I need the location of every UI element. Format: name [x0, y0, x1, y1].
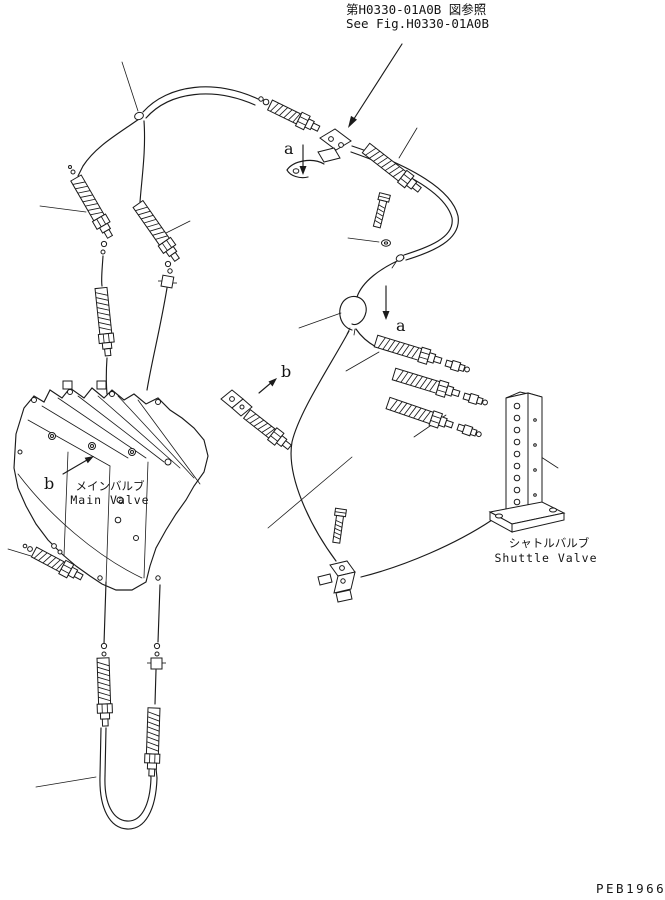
main-valve-label-jp: メインバルブ — [76, 479, 145, 493]
shuttle-valve-label-en: Shuttle Valve — [494, 551, 597, 565]
leader-lines — [7, 61, 559, 788]
shuttle-valve-drawing — [488, 391, 566, 533]
view-markers: a a b b — [44, 139, 406, 493]
reference-note: 第H0330-01A0B 図参照 See Fig.H0330-01A0B — [346, 2, 489, 128]
marker-a-mid-arrow — [382, 311, 390, 320]
lower-left-hose-fittings — [96, 642, 114, 727]
bottom-left-fitting — [22, 543, 86, 585]
drawing-number: PEB1966 — [596, 881, 665, 896]
marker-b-mid: b — [281, 362, 291, 381]
reference-note-jp: 第H0330-01A0B 図参照 — [346, 2, 486, 17]
marker-b-valve-arrow — [84, 456, 94, 464]
wire-loop-clamp — [339, 295, 367, 336]
marker-b-mid-arrow — [268, 378, 277, 387]
marker-a-top-arrow — [299, 166, 307, 175]
bracket-assembly — [286, 128, 352, 179]
shuttle-valve-label-jp: シャトルバルブ — [509, 536, 590, 550]
elbow-fitting-b — [220, 389, 295, 454]
hose-routing-lines — [77, 86, 493, 830]
top-fitting-chain — [258, 96, 323, 136]
shuttle-hose-row-2 — [391, 367, 490, 408]
left-lower-hose-segment — [94, 286, 117, 357]
upper-hose-clamp — [134, 111, 144, 121]
marker-a-mid: a — [396, 316, 406, 335]
component-labels: メインバルブ Main Valve シャトルバルブ Shuttle Valve — [70, 479, 597, 565]
left-hose-fitting-2 — [132, 200, 184, 289]
marker-a-top: a — [284, 139, 294, 158]
reference-note-en: See Fig.H0330-01A0B — [346, 16, 489, 31]
shuttle-hose-row-1 — [373, 334, 472, 375]
shuttle-hose-row-3 — [385, 396, 484, 440]
top-bolt-washer — [370, 192, 391, 247]
marker-b-valve: b — [44, 474, 54, 493]
reference-arrow-line — [349, 43, 403, 126]
reference-arrow-head — [348, 115, 357, 128]
upper-right-hose — [361, 142, 425, 197]
main-valve-drawing — [13, 380, 209, 591]
lower-right-hose-fittings — [143, 642, 166, 777]
main-valve-label-en: Main Valve — [70, 493, 149, 507]
left-hose-fitting-1 — [68, 165, 117, 255]
center-elbow-assembly — [317, 507, 356, 603]
hose-clamp-small — [391, 254, 405, 269]
